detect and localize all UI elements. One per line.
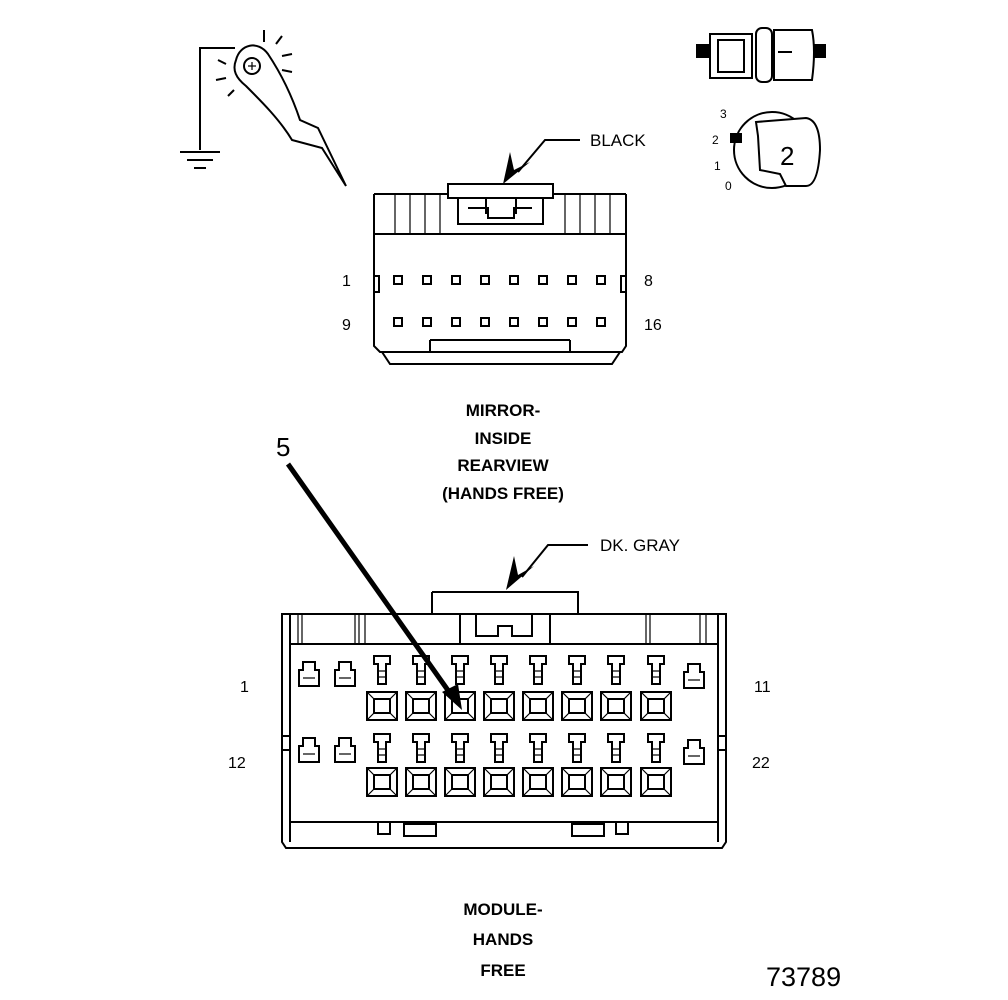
module-pin-cavity	[366, 767, 398, 797]
module-pin-terminal	[529, 733, 547, 763]
mirror-pin-cavities	[393, 275, 606, 327]
mirror-pin-cavity	[567, 317, 577, 327]
figure-number: 73789	[766, 962, 841, 992]
module-side-latch	[334, 661, 356, 687]
mirror-pin-cavity	[596, 317, 606, 327]
mirror-connector-title: MIRROR- INSIDE REARVIEW (HANDS FREE)	[442, 401, 564, 503]
mirror-pin-cavity	[422, 317, 432, 327]
module-pin-terminal	[490, 655, 508, 685]
module-pin-terminal	[568, 655, 586, 685]
mirror-pin-cavity	[393, 317, 403, 327]
module-side-latch	[334, 737, 356, 763]
mirror-pin-cavity	[480, 275, 490, 285]
ground-probe-icon	[180, 30, 347, 187]
mirror-pin-cavity	[538, 317, 548, 327]
module-pin-cavity	[561, 691, 593, 721]
module-pin-terminal	[607, 655, 625, 685]
module-side-latch	[298, 737, 320, 763]
mirror-title-line-3: REARVIEW	[457, 456, 549, 475]
module-pin-cavity	[483, 691, 515, 721]
pin-callout-number: 5	[276, 432, 290, 462]
mirror-pin-cavity	[451, 275, 461, 285]
module-side-latch	[298, 661, 320, 687]
key-position-2: 2	[712, 133, 719, 147]
mirror-pin-cavity	[509, 275, 519, 285]
mirror-pin-cavity	[509, 317, 519, 327]
mirror-pin-label-8: 8	[644, 273, 653, 290]
module-pin-label-12: 12	[228, 755, 246, 772]
module-pin-terminal	[647, 733, 665, 763]
mirror-color-label: BLACK	[590, 131, 646, 150]
module-pin-cavity	[405, 767, 437, 797]
mirror-connector: BLACK 1 8 9 16	[342, 131, 662, 365]
mirror-pin-cavity	[393, 275, 403, 285]
module-pin-terminal	[529, 655, 547, 685]
mirror-title-line-4: (HANDS FREE)	[442, 484, 564, 503]
key-selected-position: 2	[780, 141, 794, 171]
key-position-0: 0	[725, 179, 732, 193]
module-pin-cavity	[640, 767, 672, 797]
module-pin-cavities	[298, 655, 705, 797]
mirror-pin-cavity	[480, 317, 490, 327]
module-pin-label-1: 1	[240, 679, 249, 696]
module-pin-terminal	[647, 655, 665, 685]
mirror-title-line-1: MIRROR-	[466, 401, 541, 420]
mirror-pin-label-1: 1	[342, 273, 351, 290]
module-title-line-1: MODULE-	[463, 900, 542, 919]
module-pin-terminal	[490, 733, 508, 763]
module-pin-terminal	[373, 655, 391, 685]
module-pin-cavity	[444, 767, 476, 797]
module-pin-terminal	[412, 655, 430, 685]
mirror-pin-cavity	[567, 275, 577, 285]
module-color-label: DK. GRAY	[600, 536, 680, 555]
module-pin-cavity	[561, 767, 593, 797]
mirror-title-line-2: INSIDE	[475, 429, 532, 448]
module-side-latch	[683, 739, 705, 765]
pin-5-callout: 5	[276, 432, 462, 710]
module-pin-terminal	[568, 733, 586, 763]
module-pin-cavity	[483, 767, 515, 797]
module-title-line-3: FREE	[480, 961, 525, 980]
mirror-pin-cavity	[596, 275, 606, 285]
module-pin-cavity	[640, 691, 672, 721]
mirror-pin-cavity	[422, 275, 432, 285]
module-pin-cavity	[600, 767, 632, 797]
key-position-3: 3	[720, 107, 727, 121]
module-pin-label-11: 11	[754, 679, 771, 696]
mirror-pin-label-16: 16	[644, 317, 662, 334]
module-connector: DK. GRAY 1 11 12 22	[228, 536, 771, 849]
mirror-pin-cavity	[538, 275, 548, 285]
module-pin-cavity	[522, 691, 554, 721]
mirror-pin-cavity	[451, 317, 461, 327]
key-position-1: 1	[714, 159, 721, 173]
module-pin-cavity	[600, 691, 632, 721]
module-pin-terminal	[607, 733, 625, 763]
module-pin-label-22: 22	[752, 755, 770, 772]
module-pin-cavity	[405, 691, 437, 721]
module-connector-title: MODULE- HANDS FREE	[463, 900, 542, 980]
module-side-latch	[683, 663, 705, 689]
ignition-key-icon: 3 2 1 0 2	[712, 107, 822, 193]
module-pin-terminal	[451, 655, 469, 685]
module-pin-terminal	[451, 733, 469, 763]
connector-plug-icon	[696, 27, 826, 83]
module-title-line-2: HANDS	[473, 930, 533, 949]
module-pin-cavity	[522, 767, 554, 797]
mirror-pin-label-9: 9	[342, 317, 351, 334]
module-pin-cavity	[366, 691, 398, 721]
module-pin-terminal	[412, 733, 430, 763]
module-pin-terminal	[373, 733, 391, 763]
